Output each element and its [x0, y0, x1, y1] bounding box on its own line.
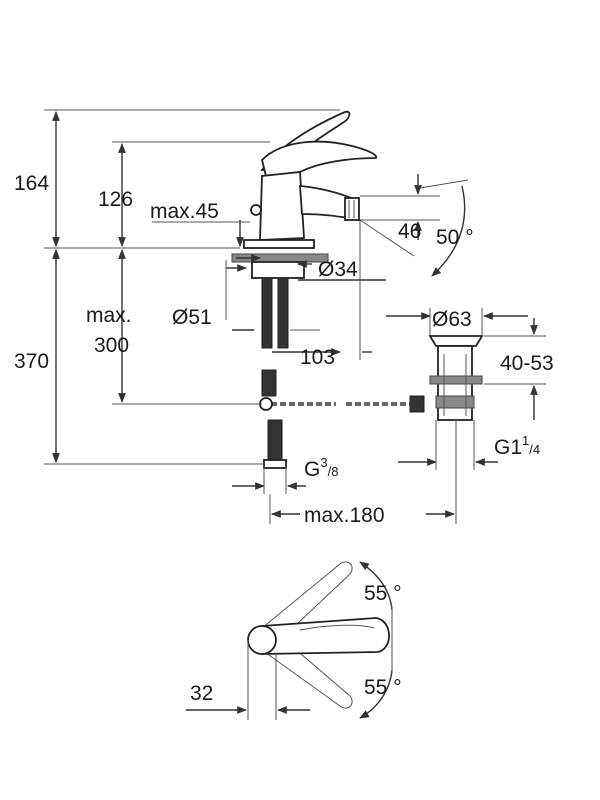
label-supply-thread: G3/8 [304, 455, 338, 481]
label-handle-angle-bottom: 55 ° [364, 676, 402, 699]
spout-aerator [344, 197, 360, 221]
label-spout-height: 126 [98, 188, 133, 211]
handle-top-view [186, 561, 393, 720]
supply-thread-main: G [304, 458, 320, 481]
label-reach: 103 [300, 346, 335, 369]
label-spout-offset: 46 [398, 220, 421, 243]
label-waste-reach: max.180 [304, 504, 385, 527]
supply-hose-lower [267, 419, 283, 461]
handle-ghost-up [261, 561, 353, 641]
label-waste-thread: G11/4 [494, 433, 540, 459]
waste-thread-main: G1 [494, 436, 522, 459]
label-hole-diameter: Ø34 [318, 258, 358, 281]
handle-cap [261, 140, 378, 177]
pop-up-waste [428, 335, 484, 421]
dimension-labels: 164 126 max.45 46 50 ° Ø34 Ø51 max. 300 … [14, 172, 554, 705]
label-handle-angle-top: 55 ° [364, 582, 402, 605]
label-max-handle-height: max.45 [150, 200, 219, 223]
label-base-diameter: Ø51 [172, 306, 212, 329]
label-waste-range: 40-53 [500, 352, 554, 375]
base-plate [243, 239, 315, 249]
handle-pivot [247, 625, 277, 655]
supply-thread-sup: 3 [320, 455, 327, 470]
supply-hose-upper [261, 369, 277, 397]
waste-flange [428, 335, 484, 347]
faucet-side-view [231, 110, 425, 469]
handle-main [261, 617, 390, 655]
waste-thread-sub: /4 [529, 442, 540, 457]
label-total-height: 370 [14, 350, 49, 373]
faucet-body [259, 171, 305, 241]
shank-left [261, 277, 273, 349]
handle-ghost-down [261, 635, 353, 709]
supply-thread-sub: /8 [328, 464, 339, 479]
label-overall-height: 164 [14, 172, 49, 195]
dimension-lines [44, 109, 546, 524]
shank-right [277, 277, 289, 349]
mounting-nut [251, 261, 305, 279]
supply-connector [263, 459, 287, 469]
waste-thread-sup: 1 [522, 433, 529, 448]
label-handle-offset: 32 [190, 682, 213, 705]
label-shank-prefix: max. [86, 304, 132, 327]
pop-up-knob [250, 204, 262, 216]
label-shank-value: 300 [94, 334, 129, 357]
label-spout-angle: 50 ° [436, 226, 474, 249]
label-waste-diameter: Ø63 [432, 308, 472, 331]
